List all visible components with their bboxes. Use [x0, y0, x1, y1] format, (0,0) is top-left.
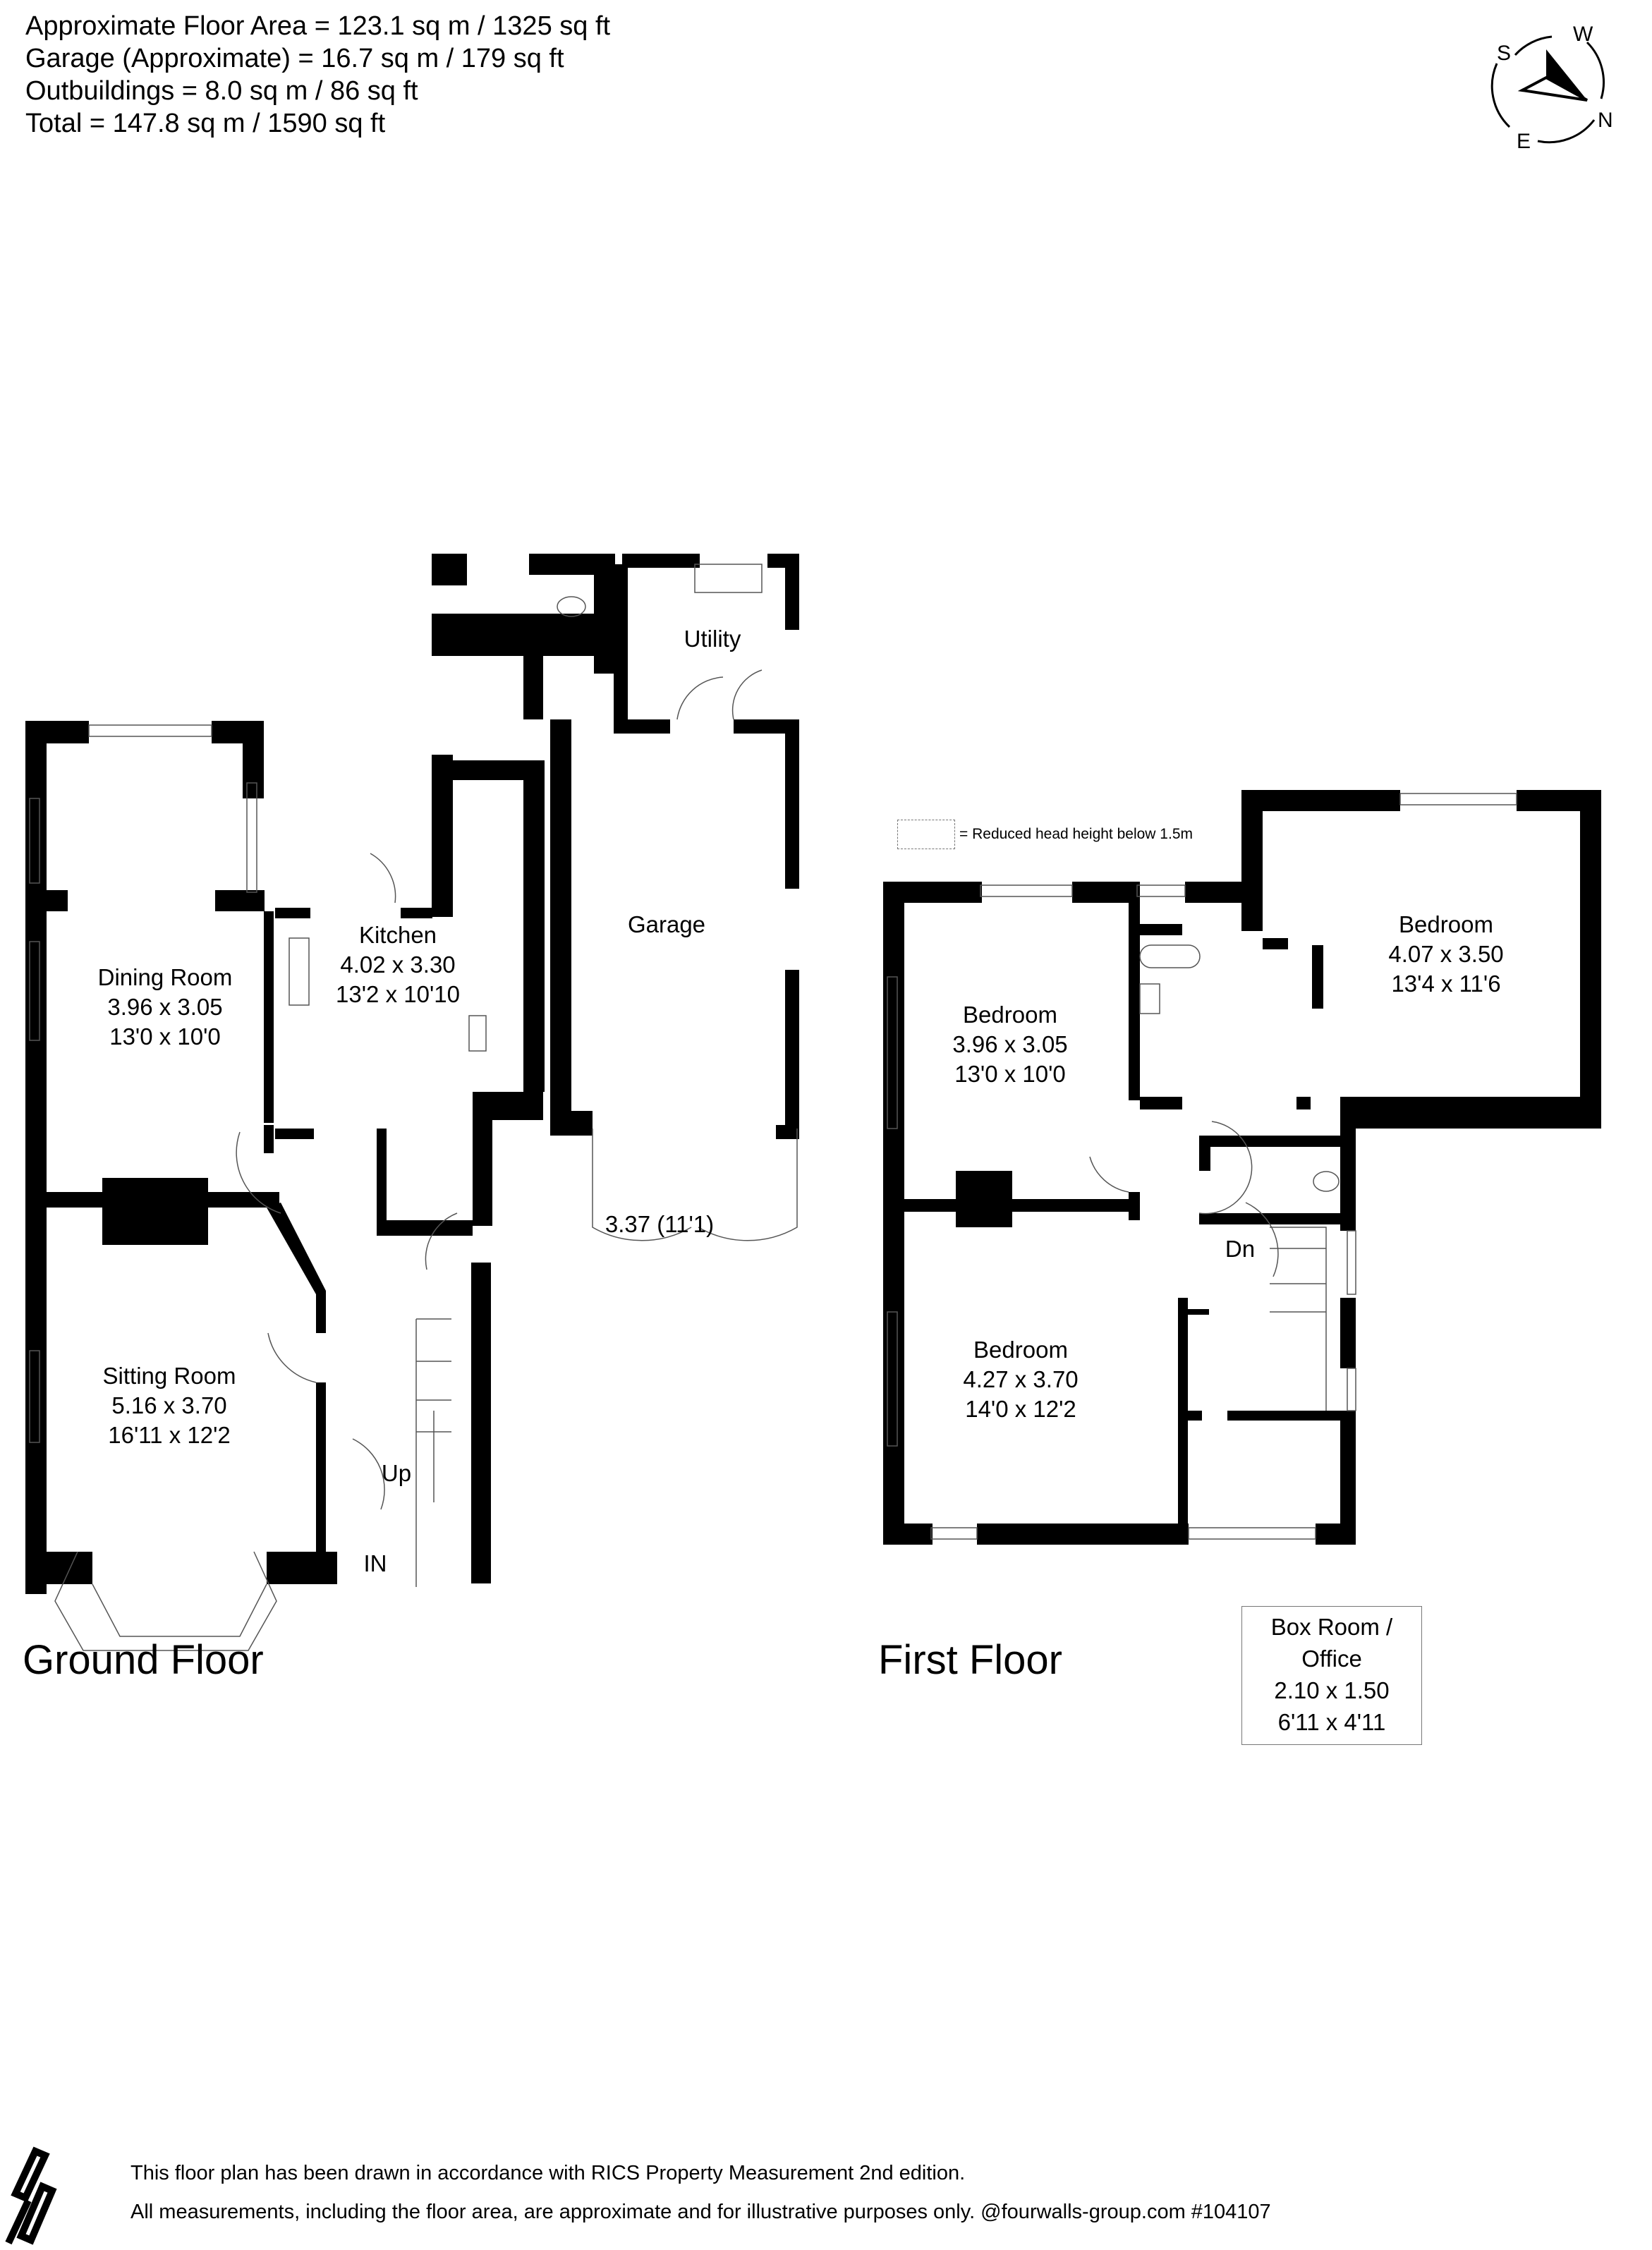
stairs-up-label: Up	[381, 1460, 412, 1486]
garage-label: Garage	[627, 911, 706, 937]
compass-n: N	[1598, 109, 1613, 132]
area-summary: Approximate Floor Area = 123.1 sq m / 13…	[25, 10, 610, 140]
first-floor-walls	[883, 790, 1601, 1545]
bedroom-2-label: Bedroom 4.07 x 3.50 13'4 x 11'6	[1388, 911, 1504, 997]
bedroom-1-label: Bedroom 3.96 x 3.05 13'0 x 10'0	[952, 1002, 1068, 1087]
head-height-legend: = Reduced head height below 1.5m	[897, 820, 1193, 849]
utility-label: Utility	[684, 626, 741, 652]
dashed-box-icon	[897, 820, 955, 849]
outbuildings-area-text: Outbuildings = 8.0 sq m / 86 sq ft	[25, 76, 418, 106]
legend-text: = Reduced head height below 1.5m	[959, 826, 1193, 842]
fourwalls-logo-icon	[5, 2146, 57, 2245]
kitchen-label: Kitchen 4.02 x 3.30 13'2 x 10'10	[336, 922, 460, 1007]
ground-floor-walls	[25, 554, 799, 1594]
ground-floor-title: Ground Floor	[23, 1637, 264, 1683]
sitting-room-label: Sitting Room 5.16 x 3.70 16'11 x 12'2	[102, 1363, 236, 1448]
dining-room-label: Dining Room 3.96 x 3.05 13'0 x 10'0	[97, 964, 233, 1050]
compass-e: E	[1517, 130, 1531, 148]
bedroom-3-label: Bedroom 4.27 x 3.70 14'0 x 12'2	[963, 1337, 1079, 1422]
entrance-label: IN	[363, 1550, 387, 1576]
compass-icon: S W N E	[1490, 23, 1613, 148]
stairs-down-label: Dn	[1225, 1236, 1256, 1262]
first-floor-title: First Floor	[878, 1637, 1062, 1683]
footer-rics-note: This floor plan has been drawn in accord…	[130, 2162, 966, 2184]
total-area-text: Total = 147.8 sq m / 1590 sq ft	[25, 109, 386, 138]
compass-s: S	[1497, 42, 1511, 65]
garage-area-text: Garage (Approximate) = 16.7 sq m / 179 s…	[25, 44, 564, 73]
footer-disclaimer: All measurements, including the floor ar…	[130, 2201, 1271, 2223]
fixtures-and-doors	[29, 564, 1517, 1651]
garage-dimension: 3.37 (11'1)	[605, 1211, 715, 1237]
compass-w: W	[1573, 23, 1593, 46]
box-room-callout: Box Room / Office 2.10 x 1.50 6'11 x 4'1…	[1241, 1606, 1422, 1745]
floor-area-text: Approximate Floor Area = 123.1 sq m / 13…	[25, 11, 611, 41]
